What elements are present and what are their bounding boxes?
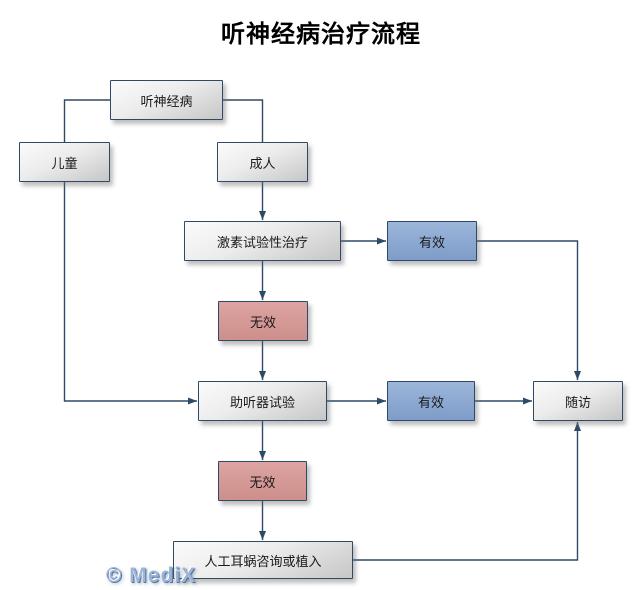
node-ineffective-1: 无效 [218, 301, 308, 341]
node-hearing-aid-trial: 助听器试验 [198, 381, 327, 421]
connector-cochlear-followup [353, 422, 581, 561]
connector-anp-adult [223, 99, 264, 142]
node-ineffective-2: 无效 [218, 461, 307, 501]
connector-anp-child [63, 99, 110, 142]
medix-watermark: © MediX [106, 564, 197, 587]
node-adults: 成人 [217, 142, 308, 182]
node-auditory-neuropathy: 听神经病 [110, 80, 223, 120]
connector-eff1-followup [477, 240, 581, 380]
node-followup: 随访 [533, 381, 623, 421]
node-effective-2: 有效 [387, 381, 475, 421]
node-children: 儿童 [19, 142, 110, 182]
node-effective-1: 有效 [387, 221, 477, 261]
connector-child-hearing [63, 182, 197, 405]
node-hormone-trial: 激素试验性治疗 [184, 221, 341, 261]
node-cochlear-implant: 人工耳蜗咨询或植入 [173, 541, 353, 579]
page-title: 听神经病治疗流程 [221, 21, 421, 48]
